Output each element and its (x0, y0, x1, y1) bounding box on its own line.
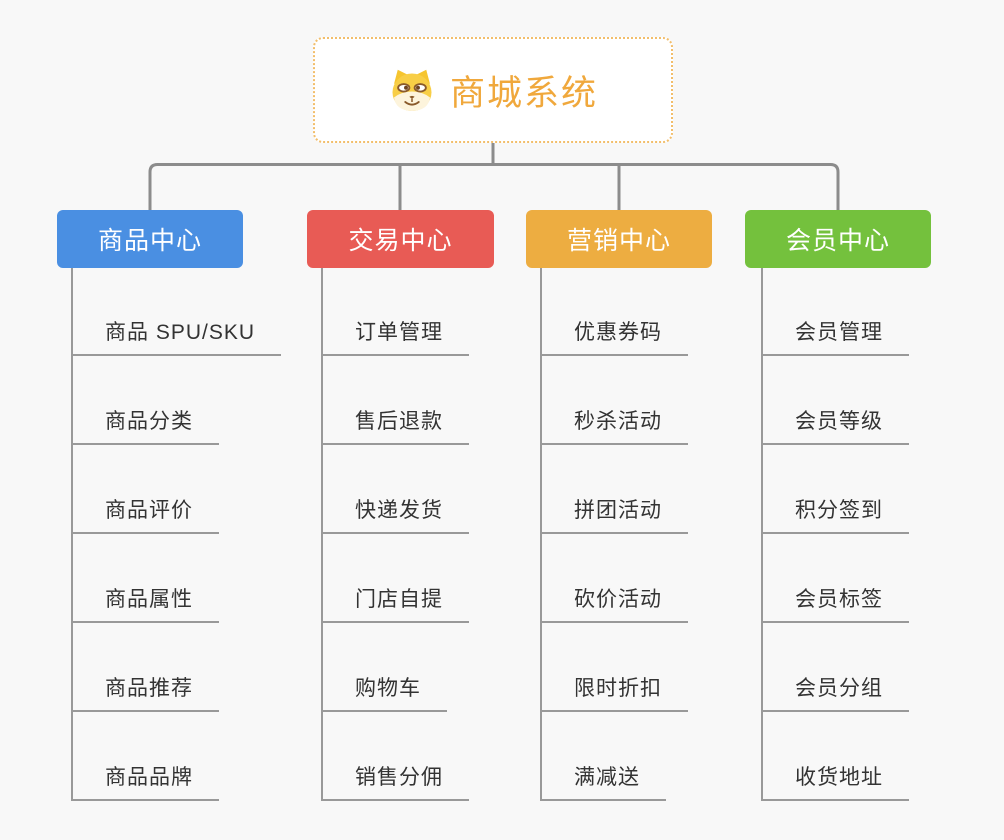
branch-node-product-center[interactable]: 商品中心 (57, 210, 243, 268)
branch-child-rail (761, 268, 763, 800)
leaf-node[interactable]: 购物车 (321, 674, 447, 712)
leaf-node[interactable]: 销售分佣 (321, 763, 469, 801)
leaf-node[interactable]: 门店自提 (321, 585, 469, 623)
branch-label: 交易中心 (348, 227, 453, 255)
leaf-node[interactable]: 优惠券码 (540, 318, 688, 356)
leaf-node[interactable]: 订单管理 (321, 318, 469, 356)
leaf-node[interactable]: 满减送 (540, 763, 666, 801)
branch-label: 会员中心 (785, 227, 890, 255)
leaf-node[interactable]: 商品 SPU/SKU (71, 318, 282, 356)
leaf-node[interactable]: 会员管理 (761, 318, 909, 356)
leaf-node[interactable]: 会员分组 (761, 674, 909, 712)
leaf-node[interactable]: 拼团活动 (540, 496, 688, 534)
leaf-node[interactable]: 积分签到 (761, 496, 909, 534)
dog-face-icon (392, 69, 432, 111)
branch-child-rail (321, 268, 323, 800)
branch-child-rail (71, 268, 73, 800)
leaf-node[interactable]: 收货地址 (761, 763, 909, 801)
root-title: 商城系统 (449, 73, 598, 113)
leaf-node[interactable]: 秒杀活动 (540, 407, 688, 445)
leaf-node[interactable]: 会员等级 (761, 407, 909, 445)
branch-label: 商品中心 (97, 227, 202, 255)
leaf-node[interactable]: 商品评价 (71, 496, 219, 534)
leaf-node[interactable]: 售后退款 (321, 407, 469, 445)
leaf-node[interactable]: 商品推荐 (71, 674, 219, 712)
leaf-node[interactable]: 快递发货 (321, 496, 469, 534)
leaf-node[interactable]: 砍价活动 (540, 585, 688, 623)
branch-child-rail (540, 268, 542, 800)
leaf-node[interactable]: 会员标签 (761, 585, 909, 623)
leaf-node[interactable]: 商品品牌 (71, 763, 219, 801)
branch-node-marketing-center[interactable]: 营销中心 (526, 210, 712, 268)
root-node-mall-system[interactable]: 商城系统 (313, 37, 673, 143)
leaf-node[interactable]: 限时折扣 (540, 674, 688, 712)
leaf-node[interactable]: 商品属性 (71, 585, 219, 623)
branch-node-transaction-center[interactable]: 交易中心 (307, 210, 494, 268)
leaf-node[interactable]: 商品分类 (71, 407, 219, 445)
branch-node-member-center[interactable]: 会员中心 (745, 210, 931, 268)
branch-label: 营销中心 (566, 227, 671, 255)
